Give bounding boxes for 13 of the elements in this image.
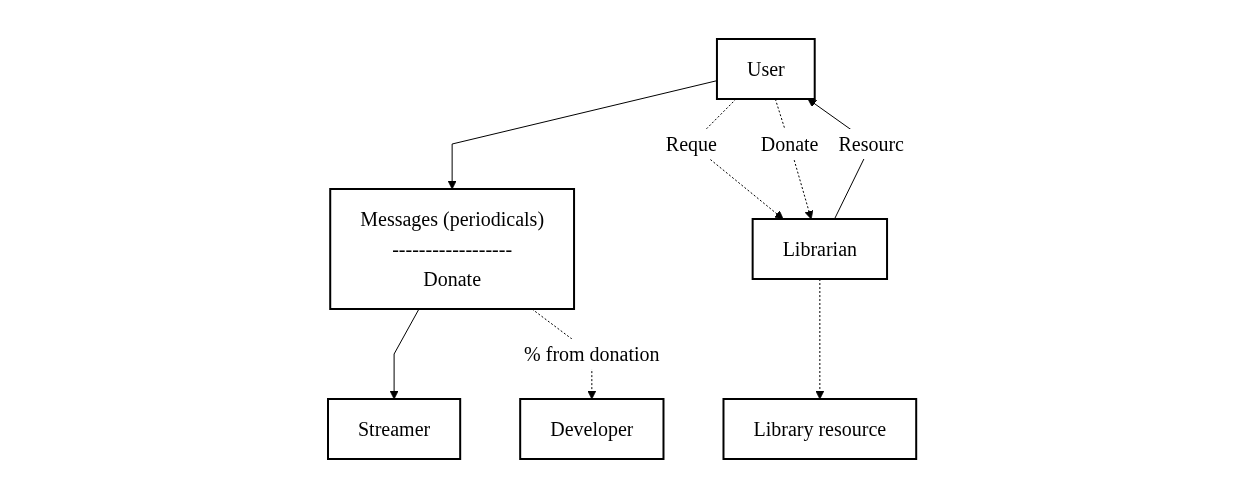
edge-label: % from donation — [523, 342, 660, 365]
node-box: Messages (periodicals) ------------------ Donate — [329, 187, 575, 310]
node-box: Streamer — [326, 397, 462, 460]
edge-label: Resourc — [838, 132, 904, 155]
edge-label: Reque — [665, 132, 717, 155]
node-box: Librarian — [751, 217, 888, 280]
arrow — [389, 308, 420, 399]
edge-label: Donate — [760, 132, 819, 155]
arrow — [447, 79, 718, 189]
node-box: User — [715, 37, 816, 100]
node-box: Library resource — [722, 397, 918, 460]
node-box: Developer — [519, 397, 665, 460]
arrow — [815, 278, 825, 399]
